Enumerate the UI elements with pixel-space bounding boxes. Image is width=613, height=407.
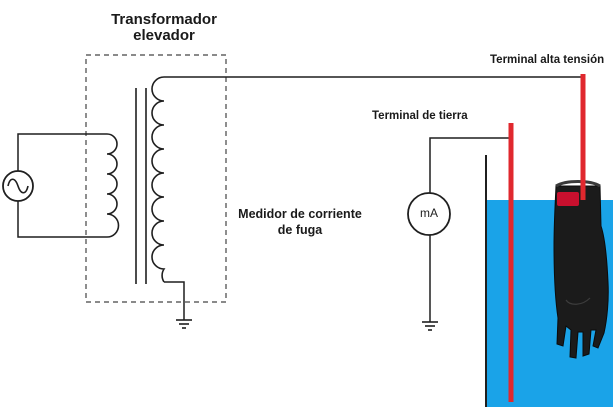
leakage-meter-label-line2: de fuga: [277, 222, 323, 237]
primary-coil: [106, 133, 120, 238]
leakage-meter-label-line1: Medidor de corriente: [238, 207, 362, 221]
ground-terminal-wire: [429, 137, 510, 193]
ground-icon: [176, 319, 192, 329]
transformer-enclosure: [85, 54, 227, 303]
source-wire-bottom: [17, 201, 107, 238]
ground-icon: [422, 321, 438, 331]
ammeter: [407, 192, 451, 236]
hv-terminal-label: Terminal alta tensión: [490, 54, 605, 66]
secondary-coil: [151, 76, 166, 283]
leakage-meter-label: Medidor de corriente de fuga: [232, 207, 368, 238]
ground-terminal-label: Terminal de tierra: [372, 110, 468, 122]
source-wire-top: [17, 133, 107, 171]
ac-source-icon: [2, 170, 34, 202]
transformer-title-line2: elevador: [133, 26, 195, 44]
ammeter-unit-label: mA: [420, 206, 438, 220]
rubber-glove-icon: [553, 180, 609, 359]
secondary-ground-wire: [164, 281, 185, 320]
transformer-title: Transformador elevador: [88, 12, 240, 44]
transformer-title-line1: Transformador: [111, 11, 217, 28]
